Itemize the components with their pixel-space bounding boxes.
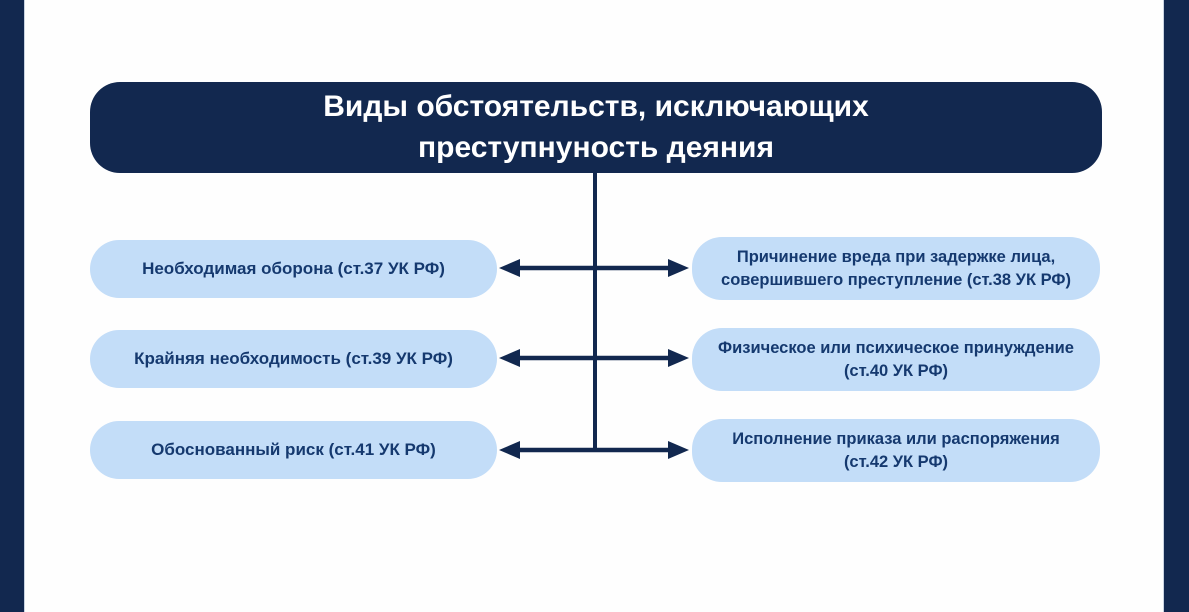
node-physical-mental-coercion: Физическое или психическое принуждение (… <box>692 328 1100 391</box>
node-label: Необходимая оборона (ст.37 УК РФ) <box>142 259 445 278</box>
double-arrow-icon <box>499 259 689 277</box>
node-label: Исполнение приказа или распоряжения (ст.… <box>732 430 1060 471</box>
node-label: Обоснованный риск (ст.41 УК РФ) <box>151 440 436 459</box>
node-harm-during-apprehension: Причинение вреда при задержке лица, сове… <box>692 237 1100 300</box>
node-label: Физическое или психическое принуждение (… <box>718 339 1074 380</box>
right-border-bar <box>1163 0 1189 612</box>
node-label: Причинение вреда при задержке лица, сове… <box>721 248 1071 289</box>
node-execution-of-order: Исполнение приказа или распоряжения (ст.… <box>692 419 1100 482</box>
node-extreme-necessity: Крайняя необходимость (ст.39 УК РФ) <box>90 330 497 388</box>
connector-row-2 <box>498 346 690 370</box>
title-line-2: преступнуность деяния <box>418 130 774 164</box>
connector-row-3 <box>498 438 690 462</box>
connector-row-1 <box>498 256 690 280</box>
node-necessary-defense: Необходимая оборона (ст.37 УК РФ) <box>90 240 497 298</box>
diagram-title-box: Виды обстоятельств, исключающих преступн… <box>90 82 1102 173</box>
node-label: Крайняя необходимость (ст.39 УК РФ) <box>134 349 453 368</box>
double-arrow-icon <box>499 349 689 367</box>
left-border-bar <box>0 0 25 612</box>
double-arrow-icon <box>499 441 689 459</box>
node-justified-risk: Обоснованный риск (ст.41 УК РФ) <box>90 421 497 479</box>
title-line-1: Виды обстоятельств, исключающих <box>323 90 869 124</box>
connector-vertical-line <box>593 173 597 452</box>
